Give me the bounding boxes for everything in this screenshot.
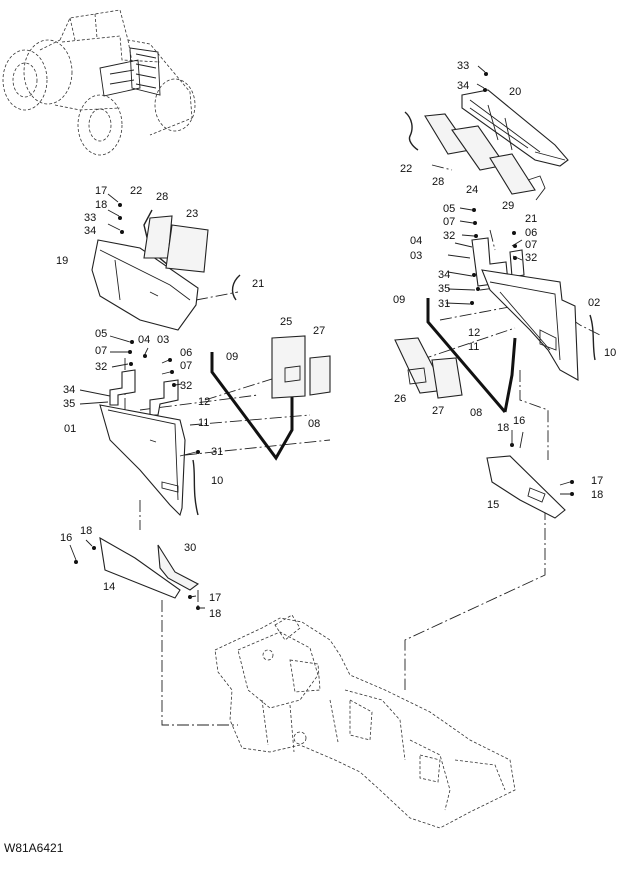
callout-06: 06: [525, 227, 537, 239]
callout-labels: 33 34 20 22 28 24 29 21 05 07 32 06 07 0…: [4, 60, 616, 855]
callout-35: 35: [438, 283, 450, 295]
callout-33: 33: [457, 60, 469, 72]
callout-14: 14: [103, 581, 115, 593]
callout-30: 30: [184, 542, 196, 554]
callout-18: 18: [497, 422, 509, 434]
callout-33-left: 33: [84, 212, 96, 224]
callout-28-left: 28: [156, 191, 168, 203]
callout-04: 04: [410, 235, 422, 247]
callout-11: 11: [468, 341, 479, 353]
callout-18-left-c: 18: [209, 608, 221, 620]
callout-02: 02: [588, 297, 600, 309]
callout-10: 10: [604, 347, 616, 359]
callout-09-left: 09: [226, 351, 238, 363]
callout-08: 08: [470, 407, 482, 419]
callout-18b: 18: [591, 489, 603, 501]
callout-17: 17: [591, 475, 603, 487]
callout-28: 28: [432, 176, 444, 188]
callout-24: 24: [466, 184, 478, 196]
callout-32b: 32: [525, 252, 537, 264]
callout-32: 32: [443, 230, 455, 242]
callout-34b-left: 34: [63, 384, 75, 396]
callout-08-left: 08: [308, 418, 320, 430]
callout-21: 21: [525, 213, 537, 225]
callout-04-left: 04: [138, 334, 150, 346]
callout-32b-left: 32: [180, 380, 192, 392]
callout-21-left: 21: [252, 278, 264, 290]
callout-18-left-b: 18: [80, 525, 92, 537]
callout-35-left: 35: [63, 398, 75, 410]
callout-12-left: 12: [198, 396, 210, 408]
callout-32-left: 32: [95, 361, 107, 373]
loader-thumbnail: [2, 9, 196, 156]
callout-01: 01: [64, 423, 76, 435]
callout-31: 31: [438, 298, 450, 310]
callout-03: 03: [410, 250, 422, 262]
callout-20: 20: [509, 86, 521, 98]
callout-22-left: 22: [130, 185, 142, 197]
callout-25: 25: [280, 316, 292, 328]
callout-34: 34: [457, 80, 469, 92]
callout-16-left: 16: [60, 532, 72, 544]
callout-03-left: 03: [157, 334, 169, 346]
callout-07b: 07: [525, 239, 537, 251]
loader-frame: [214, 614, 516, 829]
callout-22: 22: [400, 163, 412, 175]
callout-05-left: 05: [95, 328, 107, 340]
left-assembly: [69, 193, 331, 610]
callout-07b-left: 07: [180, 360, 192, 372]
drawing-code: W81A6421: [4, 841, 64, 855]
callout-18-left: 18: [95, 199, 107, 211]
callout-06-left: 06: [180, 347, 192, 359]
callout-26: 26: [394, 393, 406, 405]
callout-31-left: 31: [211, 446, 223, 458]
callout-34-left: 34: [84, 225, 96, 237]
right-assembly: [394, 65, 596, 519]
callout-19: 19: [56, 255, 68, 267]
callout-10-left: 10: [211, 475, 223, 487]
callout-16: 16: [513, 415, 525, 427]
callout-07: 07: [443, 216, 455, 228]
callout-17-left: 17: [95, 185, 107, 197]
callout-07-left: 07: [95, 345, 107, 357]
callout-34b: 34: [438, 269, 450, 281]
callout-15: 15: [487, 499, 499, 511]
callout-12: 12: [468, 327, 480, 339]
callout-27: 27: [432, 405, 444, 417]
callout-17-left-b: 17: [209, 592, 221, 604]
callout-11-left: 11: [198, 417, 209, 429]
callout-09: 09: [393, 294, 405, 306]
callout-05: 05: [443, 203, 455, 215]
callout-29: 29: [502, 200, 514, 212]
callout-23: 23: [186, 208, 198, 220]
callout-27-left: 27: [313, 325, 325, 337]
centre-lines: [124, 164, 601, 726]
